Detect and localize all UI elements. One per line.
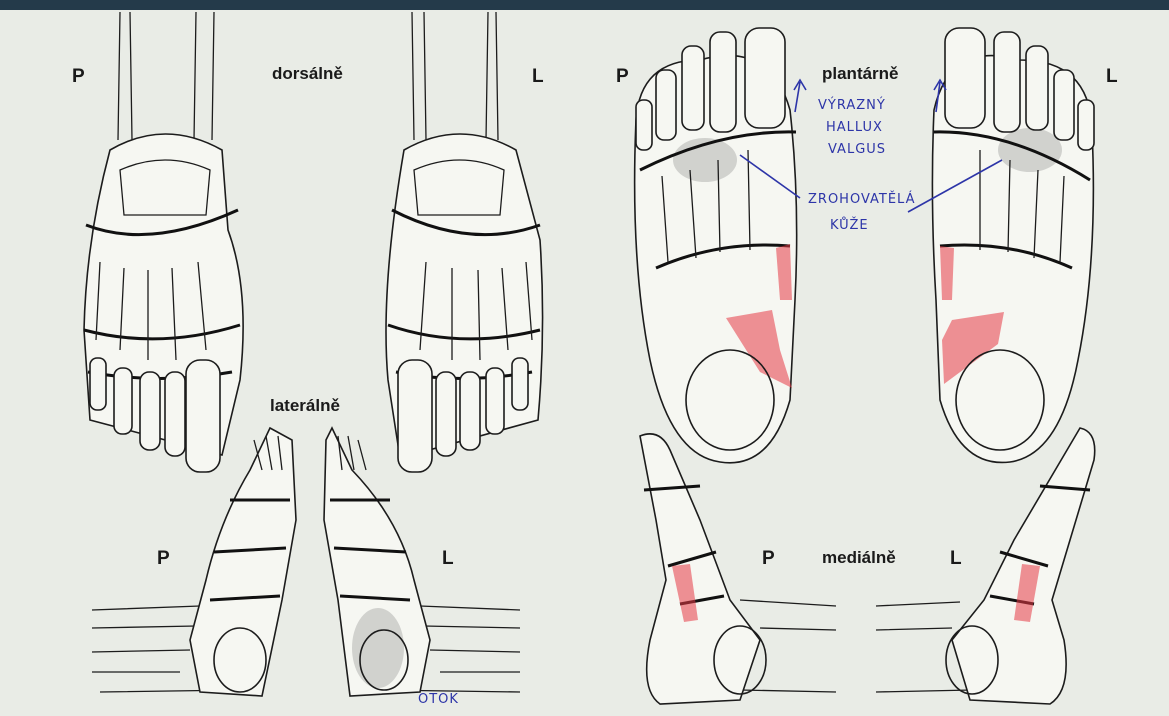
dorsal-view-label: dorsálně xyxy=(272,64,343,84)
callus-red-left-1 xyxy=(940,246,954,300)
note-skin-line-2: KŮŽE xyxy=(830,218,869,233)
note-hallux-line-2: HALLUX xyxy=(826,120,883,135)
plantar-left-label: L xyxy=(1106,66,1118,88)
plantar-left-foot xyxy=(932,28,1094,462)
lateral-left-label: L xyxy=(442,548,454,570)
swelling-shading xyxy=(352,608,404,688)
medial-right-label: P xyxy=(762,548,775,570)
arrow-up-right xyxy=(794,80,806,112)
dorsal-right-label: P xyxy=(72,66,85,88)
note-hallux-line-3: VALGUS xyxy=(828,142,886,157)
medial-right-foot xyxy=(640,434,836,704)
dorsal-right-foot xyxy=(84,12,243,472)
lateral-view-label: laterálně xyxy=(270,396,340,416)
note-swelling: OTOK xyxy=(418,692,459,707)
plantar-right-foot xyxy=(635,28,797,463)
medial-view-label: mediálně xyxy=(822,548,896,568)
note-skin-line-1: ZROHOVATĚLÁ xyxy=(808,192,915,207)
plantar-right-label: P xyxy=(616,66,629,88)
medial-left-label: L xyxy=(950,548,962,570)
plantar-view-label: plantárně xyxy=(822,64,899,84)
medial-left-foot xyxy=(876,428,1095,704)
lateral-right-label: P xyxy=(157,548,170,570)
dorsal-left-label: L xyxy=(532,66,544,88)
dorsal-left-foot xyxy=(386,12,543,472)
note-hallux-line-1: VÝRAZNÝ xyxy=(818,98,886,113)
